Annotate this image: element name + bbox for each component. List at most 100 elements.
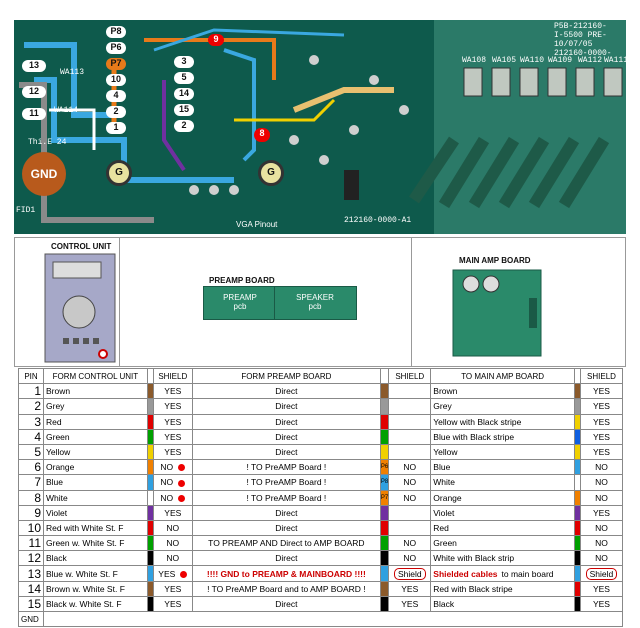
wa-label: WA110 [520, 56, 545, 65]
control-shield: NO [152, 474, 193, 491]
wa-label: WA105 [492, 56, 517, 65]
control-shield: YES [152, 383, 193, 400]
preamp-shield [388, 383, 432, 400]
preamp-shield: YES [388, 595, 432, 613]
pcb-silk-label: 212160-0000- [554, 49, 612, 58]
preamp-text: Direct [275, 598, 298, 609]
preamp-text: TO PREAMP AND Direct to AMP BOARD [208, 538, 365, 549]
shield-value: YES [592, 598, 610, 609]
main-amp-shield: YES [579, 413, 624, 430]
shield-value: NO [595, 553, 608, 564]
main-amp-wire-color: Violet [430, 504, 575, 521]
pin-number: 9 [18, 504, 44, 521]
main-amp-wire-color: Black [430, 595, 575, 613]
pcb-silk-label: P5B-212160- [554, 22, 607, 31]
pcb-silk-label: WA114 [54, 106, 79, 115]
shield-value: NO [160, 492, 174, 503]
preamp-shield: NO [388, 489, 432, 506]
main-amp-wire-color: Grey [430, 398, 575, 415]
shield-value: YES [592, 416, 610, 427]
gnd-label: GND [18, 610, 44, 628]
pin-number: 11 [18, 535, 44, 552]
pcb-silk-label: FID1 [16, 206, 36, 215]
shield-value: YES [164, 507, 182, 518]
main-amp-wire-color: Orange [430, 489, 575, 506]
warning-dot [178, 479, 186, 487]
shield-value: YES [164, 431, 182, 442]
wire-swatch [379, 535, 390, 552]
main-amp-text: Green [433, 538, 457, 549]
wa-label: WA112 [578, 56, 603, 65]
control-shield: NO [152, 550, 193, 567]
main-amp-text: Grey [433, 401, 452, 412]
wire-swatch [379, 519, 390, 537]
control-wire-color: Orange [43, 459, 148, 476]
shield-value: YES [592, 431, 610, 442]
main-amp-wire-color: Red with Black stripe [430, 580, 575, 597]
control-shield: YES [152, 504, 193, 521]
shield-value: NO [595, 462, 608, 473]
preamp-shield: NO [388, 474, 432, 491]
main-amp-text: Violet [433, 507, 455, 518]
main-amp-shield: YES [579, 383, 624, 400]
preamp-text: ! TO PreAMP Board ! [246, 477, 327, 488]
preamp-connection: TO PREAMP AND Direct to AMP BOARD [191, 535, 381, 552]
wire-swatch [379, 504, 390, 521]
preamp-board-drawing: PREAMP pcb SPEAKER pcb [203, 286, 357, 320]
pin-label: 2 [106, 106, 126, 118]
preamp-connection: Direct [191, 504, 381, 521]
pin-label: 2 [174, 120, 194, 132]
pin-label: 13 [22, 60, 46, 72]
wire-swatch: P7 [379, 489, 390, 506]
control-shield: NO [152, 519, 193, 537]
main-amp-text: White [433, 477, 456, 488]
main-amp-shield: YES [579, 428, 624, 445]
main-amp-shield: Shield [579, 565, 624, 582]
shield-value: NO [403, 477, 417, 488]
shield-value: NO [166, 553, 180, 564]
main-amp-text: Yellow [433, 447, 458, 458]
preamp-text: ! TO PreAMP Board and to AMP BOARD ! [207, 583, 366, 594]
wa-label: WA111 [604, 56, 626, 65]
pcb-heatsink-area [434, 20, 626, 234]
control-wire-color: Green [43, 428, 148, 445]
main-amp-shield: NO [579, 550, 624, 567]
shield-value: NO [595, 477, 608, 488]
pin-number: 8 [18, 489, 44, 506]
pcb-silk-label: I-5500 PRE- [554, 31, 607, 40]
pin-number: 4 [18, 428, 44, 445]
preamp-connection: ! TO PreAMP Board ! [191, 459, 381, 476]
wire-swatch [379, 550, 390, 567]
wa-label: WA108 [462, 56, 487, 65]
control-wire-color: Black [43, 550, 148, 567]
pin-label: P8 [106, 26, 126, 38]
preamp-connection: Direct [191, 443, 381, 461]
preamp-shield: NO [388, 550, 432, 567]
main-amp-shield: NO [579, 474, 624, 491]
pin-number: 5 [18, 443, 44, 461]
pin-number: 2 [18, 398, 44, 415]
col-header: PIN [18, 367, 44, 385]
pin-number: 6 [18, 459, 44, 476]
warning-dot [180, 570, 188, 578]
pin-number: 10 [18, 519, 44, 537]
col-header: FORM CONTROL UNIT [43, 367, 148, 385]
preamp-board-title: PREAMP BOARD [209, 276, 275, 285]
table-header-row: PIN FORM CONTROL UNIT SHIELD FORM PREAMP… [18, 367, 624, 385]
main-amp-text: Red [433, 522, 449, 533]
main-amp-shield: NO [579, 459, 624, 476]
preamp-connection: ! TO PreAMP Board and to AMP BOARD ! [191, 580, 381, 597]
control-shield: YES [152, 443, 193, 461]
main-amp-text: Black [433, 598, 455, 609]
pcb-silk-label: 10/07/05 [554, 40, 593, 49]
pcb-photo: 212160-0000-A1 VGA Pinout Thi.E 24 FID1 … [14, 20, 626, 234]
